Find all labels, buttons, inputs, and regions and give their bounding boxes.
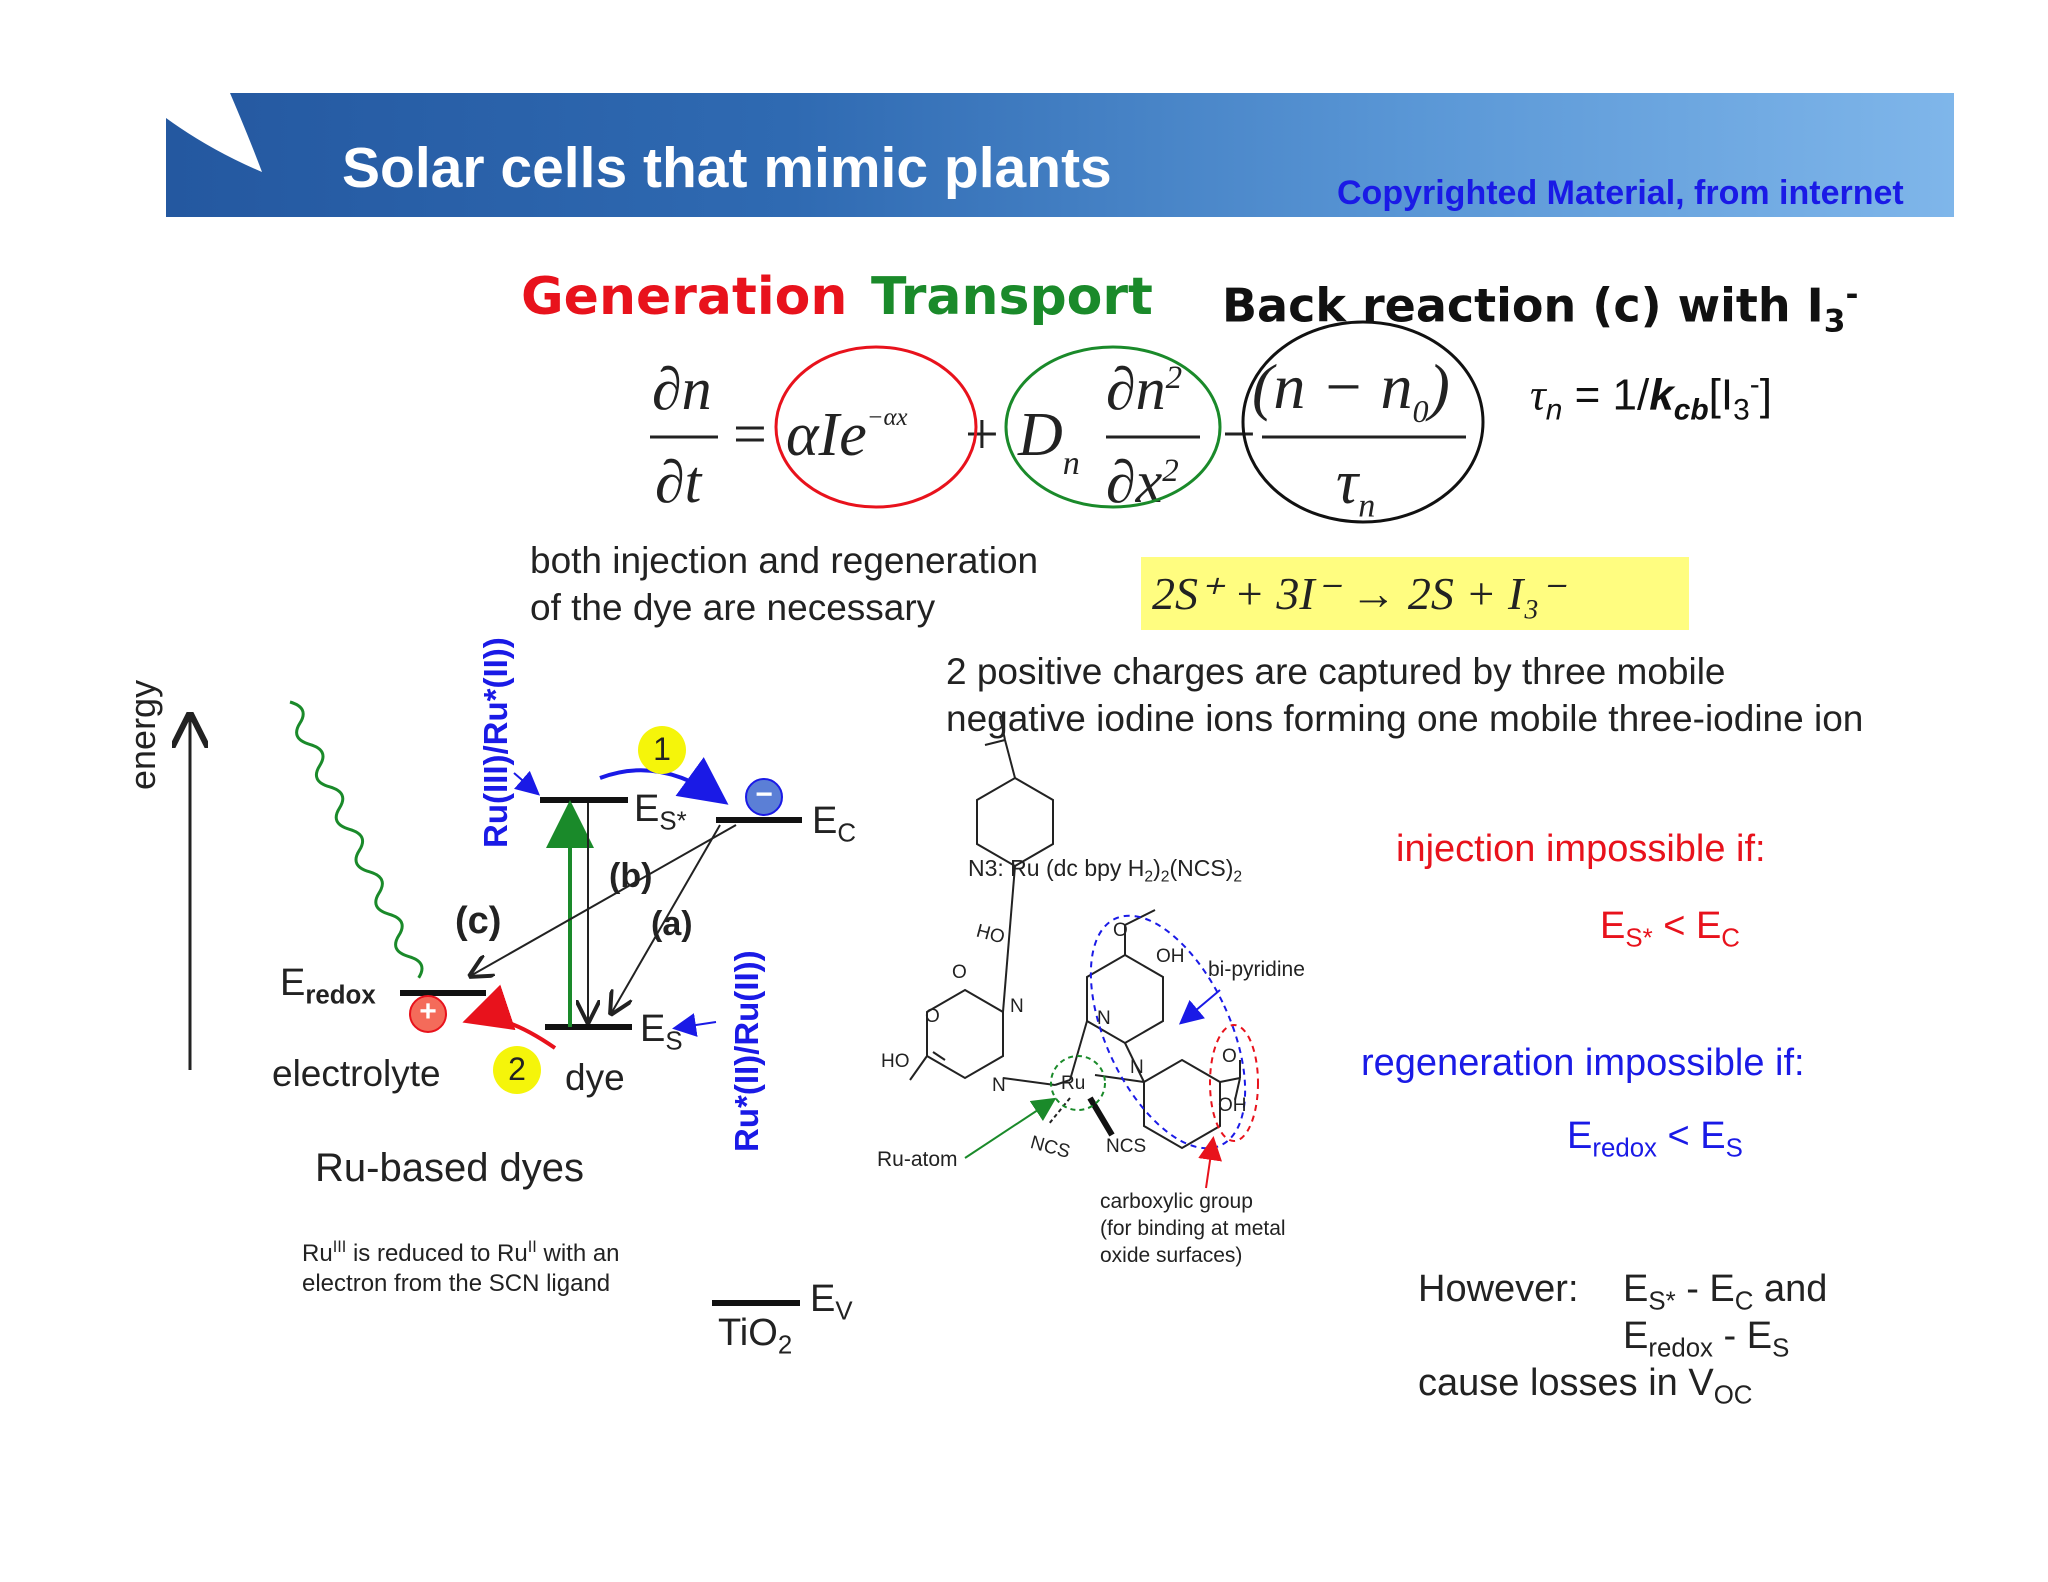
atom-o-right: O [1222, 1046, 1237, 1067]
back-reaction-label: Back reaction (c) with I3- [1222, 277, 1859, 340]
however-line2: Eredox - ES [1623, 1315, 1790, 1363]
carboxylic-label-line2: (for binding at metal [1100, 1217, 1286, 1240]
ru-top-label: Ru(III)/Ru*(II)) [477, 637, 514, 848]
however-line1: ES* - EC and [1623, 1268, 1828, 1316]
injection-condition: ES* < EC [1600, 905, 1740, 953]
positive-note-line1: 2 positive charges are captured by three… [946, 651, 1726, 692]
atom-o-left: O [925, 1006, 940, 1027]
atom-ncs-2: NCS [1106, 1136, 1147, 1157]
lhs-denominator: ∂t [655, 449, 702, 515]
carboxylic-label-line3: oxide surfaces) [1100, 1244, 1243, 1267]
pyridine-ring-4 [1143, 1058, 1221, 1150]
second-derivative-numerator: ∂n2 [1106, 356, 1183, 422]
ev-label: EV [810, 1278, 853, 1326]
n3-formula: N3: Ru (dc bpy H2)2(NCS)2 [968, 855, 1243, 886]
ru-note-line1: RuIII is reduced to RuII with an [302, 1238, 620, 1267]
label-a: (a) [651, 905, 693, 943]
atom-n4: N [1130, 1057, 1144, 1078]
step2-number: 2 [508, 1051, 526, 1087]
ru-bottom-label: Ru*(II)/Ru(II)) [728, 950, 765, 1152]
atom-o-top2: O [1113, 920, 1128, 941]
dye-label: dye [565, 1057, 625, 1098]
back-reaction-arrow-c [472, 824, 737, 975]
tio2-label: TiO2 [718, 1312, 793, 1360]
header-bar [166, 93, 1954, 217]
generation-term: αIe−αx [786, 401, 908, 469]
injection-title: injection impossible if: [1396, 828, 1766, 870]
bipyridine-highlight [1089, 914, 1247, 1150]
eredox-label: Eredox [280, 962, 376, 1010]
atom-o-top: O [952, 962, 967, 983]
carboxylic-label-line1: carboxylic group [1100, 1190, 1253, 1213]
tau-denominator: τn [1336, 449, 1376, 525]
diffusion-coefficient: Dn [1018, 401, 1080, 483]
step1-circle [638, 726, 686, 774]
electron-sign: − [755, 778, 773, 811]
regeneration-arrow-2 [462, 984, 557, 1050]
lhs-numerator: ∂n [652, 356, 712, 422]
bipyridine-label: bi-pyridine [1208, 958, 1305, 981]
however-line3: cause losses in VOC [1418, 1362, 1753, 1410]
tau-definition: τn = 1/kcb[I3-] [1530, 368, 1772, 427]
both-note-line1: both injection and regeneration [530, 540, 1039, 581]
es-star-label: ES* [634, 788, 687, 836]
both-note-line2: of the dye are necessary [530, 587, 936, 628]
ru-note-line2: electron from the SCN ligand [302, 1270, 611, 1297]
electron-circle [745, 778, 783, 816]
atom-n1: N [1010, 996, 1024, 1017]
hole-circle [409, 995, 447, 1033]
ru-bottom-pointer [672, 1013, 717, 1037]
reaction-highlight [1141, 557, 1689, 630]
atom-ho-left: HO [881, 1051, 910, 1072]
regeneration-title: regeneration impossible if: [1361, 1042, 1805, 1084]
bipyridine-pointer [1178, 989, 1221, 1025]
n3-molecule [909, 715, 1241, 1150]
atom-oh-right: OH [1218, 1095, 1247, 1116]
carboxylic-pointer [1198, 1136, 1222, 1189]
carboxylic-highlight [1209, 1024, 1259, 1142]
transport-ellipse [1004, 345, 1222, 509]
atom-oh-top: OH [1156, 946, 1185, 967]
ncs-bond-2 [1087, 1096, 1115, 1137]
energy-axis-label: energy [122, 679, 163, 790]
ru-top-pointer [513, 770, 541, 796]
ru-based-dyes-label: Ru-based dyes [315, 1146, 585, 1190]
electrolyte-label: electrolyte [272, 1053, 441, 1094]
generation-ellipse [774, 345, 978, 509]
ru-atom-label: Ru-atom [877, 1148, 958, 1171]
recombination-arrow-a [612, 824, 721, 1012]
reaction-equation: 2S⁺ + 3I⁻ → 2S + I₃⁻ [1152, 568, 1564, 619]
atom-ru: Ru [1061, 1073, 1086, 1094]
ru-atom-highlight [1050, 1055, 1106, 1111]
regeneration-condition: Eredox < ES [1567, 1115, 1743, 1163]
light-wave [289, 700, 424, 979]
atom-n2: N [992, 1075, 1006, 1096]
equals-sign: = [733, 401, 767, 467]
step1-number: 1 [653, 731, 671, 767]
ec-label: EC [812, 800, 857, 848]
back-reaction-ellipse [1241, 320, 1485, 524]
positive-note-line2: negative iodine ions forming one mobile … [946, 698, 1864, 739]
step2-circle [493, 1046, 541, 1094]
hole-sign: + [419, 995, 437, 1028]
transport-label: Transport [871, 267, 1153, 327]
copyright-note: Copyrighted Material, from internet [1337, 174, 1904, 212]
however-label: However: [1418, 1268, 1579, 1310]
slide-title: Solar cells that mimic plants [342, 136, 1112, 200]
ru-atom-pointer [964, 1097, 1057, 1159]
es-label: ES [640, 1008, 683, 1056]
pyridine-ring-1 [976, 776, 1054, 868]
generation-label: Generation [521, 267, 848, 327]
back-numerator: (n − n0) [1252, 351, 1450, 429]
atom-n3: N [1097, 1008, 1111, 1029]
label-b: (b) [609, 857, 653, 895]
label-c: (c) [455, 900, 502, 942]
pyridine-ring-2 [926, 988, 1004, 1080]
